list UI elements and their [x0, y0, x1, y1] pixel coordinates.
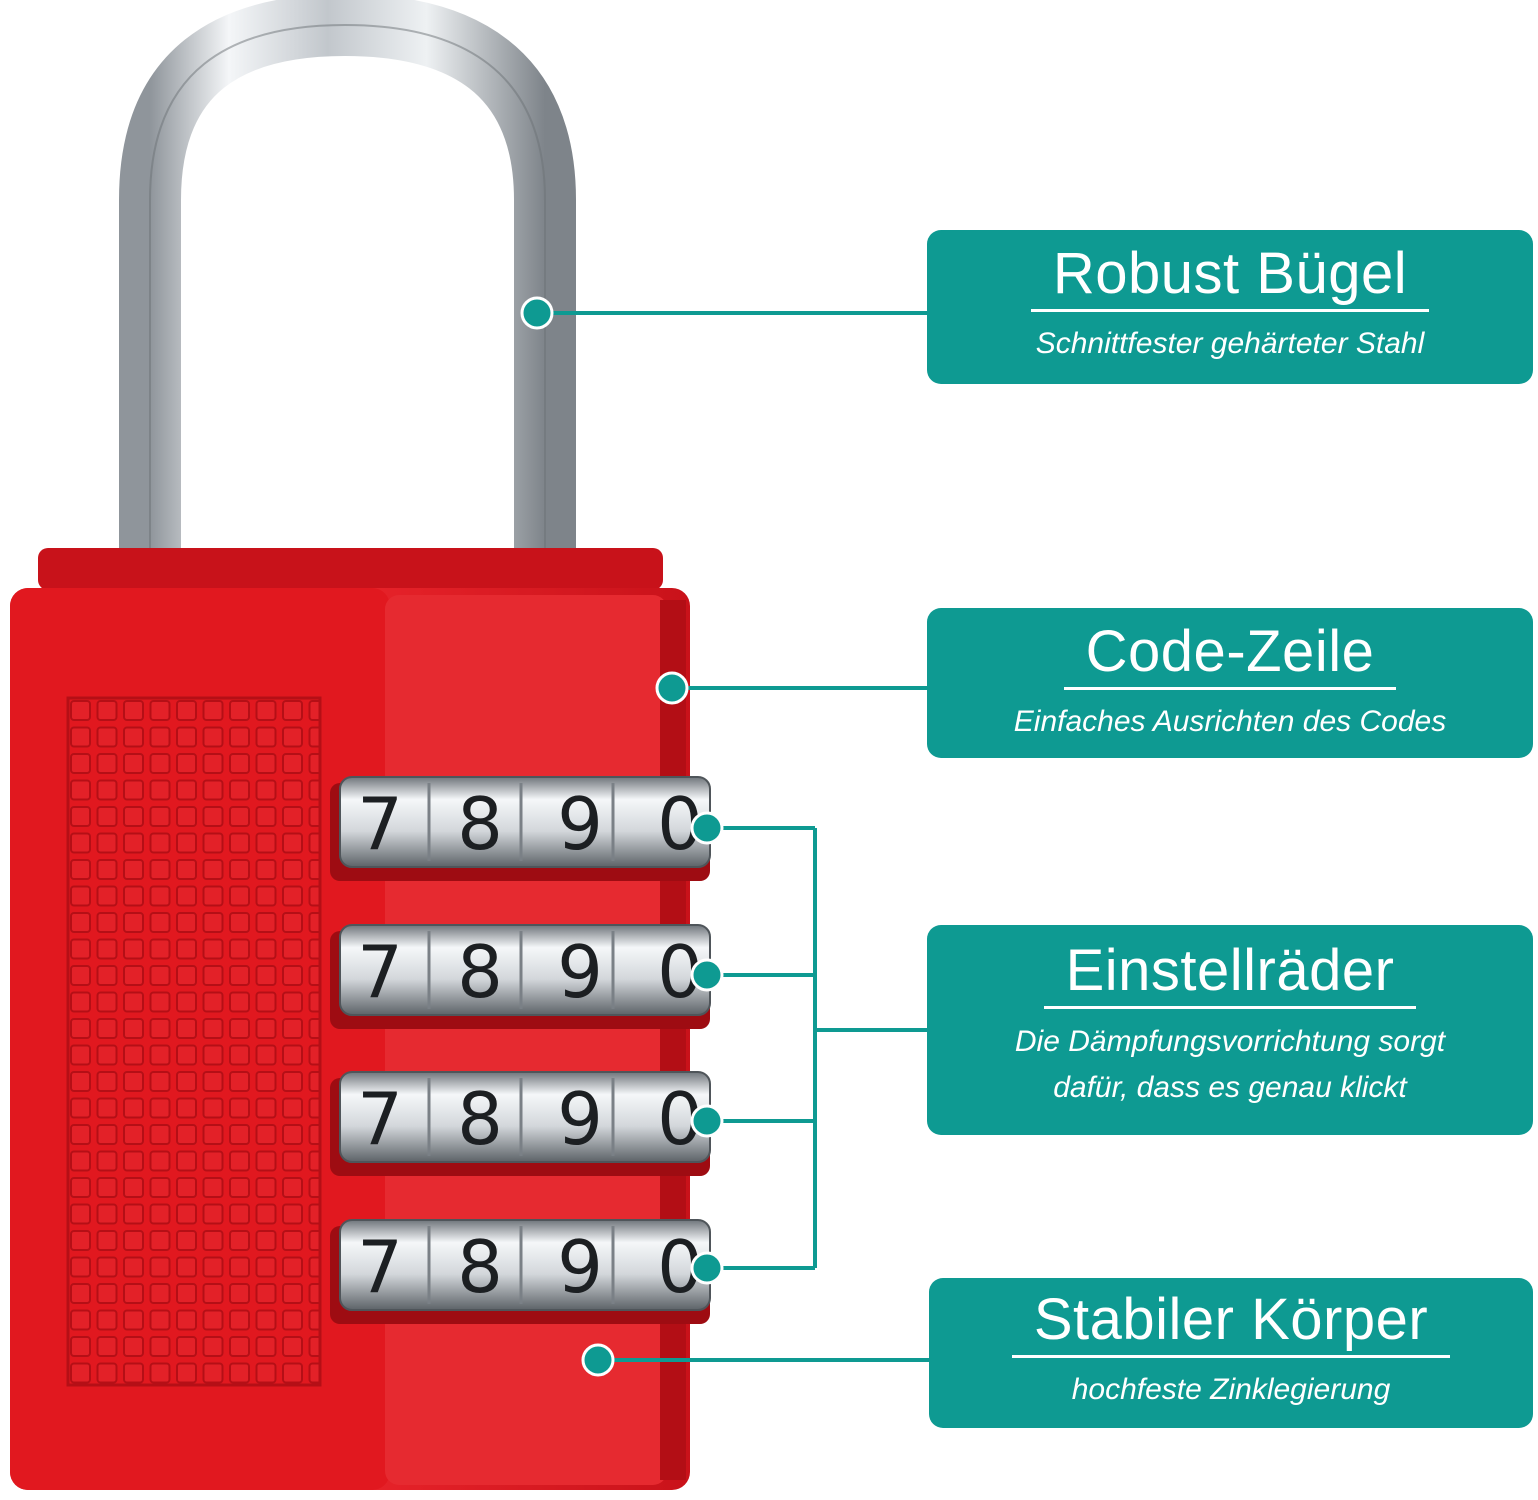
callout-code-line-subtitle: Einfaches Ausrichten des Codes	[1013, 704, 1447, 738]
dial-digit: 9	[557, 782, 603, 866]
connector-lines	[537, 311, 929, 1362]
callout-code-line-title: Code-Zeile	[1063, 621, 1397, 690]
callout-shackle-subtitle: Schnittfester gehärteter Stahl	[1035, 326, 1425, 360]
dial-digit: 7	[357, 1225, 403, 1309]
callout-body: Stabiler Körper hochfeste Zinklegierung	[929, 1278, 1533, 1428]
callout-dials-title: Einstellräder	[1043, 940, 1417, 1009]
dial-digit: 8	[457, 782, 503, 866]
dial-digit: 7	[357, 1077, 403, 1161]
callout-dials-subtitle-line1: Die Dämpfungsvorrichtung sorgt	[1014, 1024, 1446, 1058]
callout-dials-subtitle: Die Dämpfungsvorrichtung sorgt dafür, da…	[927, 1019, 1533, 1112]
dial-digit: 8	[457, 1225, 503, 1309]
dial-digit: 9	[557, 930, 603, 1014]
dial-digit: 9	[557, 1225, 603, 1309]
dial-digit: 7	[357, 782, 403, 866]
dial-digit: 8	[457, 1077, 503, 1161]
dial-digit: 8	[457, 930, 503, 1014]
callout-dials: Einstellräder Die Dämpfungsvorrichtung s…	[927, 925, 1533, 1135]
callout-dials-subtitle-line2: dafür, dass es genau klickt	[1053, 1071, 1407, 1105]
dial-digit: 7	[357, 930, 403, 1014]
callout-body-title: Stabiler Körper	[1011, 1289, 1451, 1358]
dial-digit: 9	[557, 1077, 603, 1161]
callout-shackle: Robust Bügel Schnittfester gehärteter St…	[927, 230, 1533, 384]
connector-dots	[520, 296, 724, 1377]
callout-body-subtitle: hochfeste Zinklegierung	[1071, 1372, 1391, 1406]
callout-code-line: Code-Zeile Einfaches Ausrichten des Code…	[927, 608, 1533, 758]
shackle	[119, 0, 576, 560]
callout-shackle-title: Robust Bügel	[1030, 243, 1430, 312]
